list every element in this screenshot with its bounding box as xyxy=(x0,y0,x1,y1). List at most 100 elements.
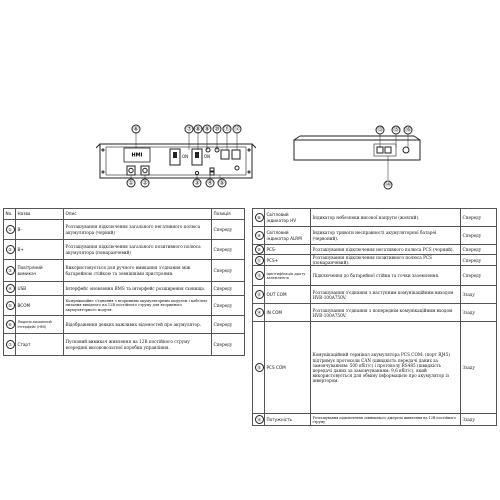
row-number: ⑬ xyxy=(254,290,264,300)
table-row: ⑥ Людино-машинний інтерфейс (HMI) Відобр… xyxy=(3,315,245,334)
row-position: Спереду xyxy=(211,259,245,282)
header-no: No. xyxy=(3,208,16,220)
row-description: Комунікаційний термінал акумулятора PCS … xyxy=(310,321,461,415)
table-row: ⑦ Старт Пусковий вимикач живлення на 12В… xyxy=(3,333,245,356)
callout-3: ③ xyxy=(194,180,199,187)
row-description: Розташування підключення негативного пол… xyxy=(310,244,461,255)
table-row: ② B+ Розташування підключення загального… xyxy=(3,239,245,260)
row-description: Підключення до батарейної стійки та точк… xyxy=(310,265,461,287)
row-position: Спереду xyxy=(211,219,245,240)
table-row: ⑪ PCS+ Розташування підключення позитивн… xyxy=(252,253,497,267)
table-row: ③ Повітряний вимикач Використовується дл… xyxy=(3,259,245,282)
row-description: Комунікаційне з'єднання з вторинним акум… xyxy=(63,295,212,316)
table-row: ⑮ PCS COM Комунікаційний термінал акумул… xyxy=(252,321,497,415)
callout-5: ⑤ xyxy=(219,180,224,187)
battery-terminals xyxy=(126,165,215,176)
callout-14: ⑭ xyxy=(385,181,391,189)
callout-6: ⑥ xyxy=(133,126,138,133)
callout-8: ⑧ xyxy=(195,126,200,133)
row-position: Ззаду xyxy=(460,413,497,427)
table-row: ⑩ PCS- Розташування підключення негативн… xyxy=(252,244,497,255)
row-number: ⑨ xyxy=(254,231,264,240)
row-number: ⑫ xyxy=(254,271,264,281)
table-row: ⑤ BCOM Комунікаційне з'єднання з вторинн… xyxy=(3,295,245,316)
header-desc: Опис xyxy=(63,208,212,220)
row-name: Ідентифікація дроту заземлення xyxy=(264,265,311,287)
row-number: ⑩ xyxy=(254,245,264,254)
row-description: Розташування підключення загального нега… xyxy=(63,219,212,240)
table-header-row: No. Назва Опис Позиція xyxy=(3,208,245,220)
row-number: ⑯ xyxy=(254,415,264,425)
row-description: Розташування підключення позитивного пол… xyxy=(310,253,461,267)
row-number: ② xyxy=(5,245,15,254)
row-number: ⑧ xyxy=(254,213,264,222)
row-name: Старт xyxy=(15,333,64,356)
row-description: Інтерфейс оновлення BMS та інтерфейс роз… xyxy=(63,281,212,296)
table-row: ⑧ Світловий індикатор HV Індикатор небез… xyxy=(252,208,497,227)
table-row: ④ USB Інтерфейс оновлення BMS та інтерфе… xyxy=(3,281,245,296)
row-name: PCS- xyxy=(264,244,311,255)
row-name: Світловий індикатор HV xyxy=(264,208,311,227)
indicators-terminals xyxy=(205,147,241,171)
row-name: OUT COM xyxy=(264,285,311,305)
row-number: ⑭ xyxy=(254,308,264,318)
svg-text:HMI: HMI xyxy=(131,153,142,159)
row-name: USB xyxy=(15,281,64,296)
breaker-switches: ON ON xyxy=(169,148,210,166)
svg-text:ON: ON xyxy=(204,154,210,159)
left-spec-table: No. Назва Опис Позиція ① B- Розташування… xyxy=(3,208,245,356)
rear-callout-bottom: ⑭ xyxy=(383,156,393,190)
row-position: Спереду xyxy=(460,244,497,255)
row-position: Спереду xyxy=(211,239,245,260)
row-name: Світловий індикатор ALRM xyxy=(264,226,311,245)
table-row: ⑫ Ідентифікація дроту заземлення Підключ… xyxy=(252,265,497,287)
callout-11: ⑪ xyxy=(224,125,230,133)
row-description: Розташування з'єднання з попереднім кому… xyxy=(310,303,461,323)
row-name: IN COM xyxy=(264,303,311,323)
row-number: ④ xyxy=(5,284,15,293)
row-number: ③ xyxy=(5,266,15,275)
rear-enclosure xyxy=(293,135,421,161)
row-number: ⑤ xyxy=(5,301,15,310)
callout-4: ④ xyxy=(207,180,212,187)
row-number: ⑮ xyxy=(254,363,264,373)
row-position: Ззаду xyxy=(460,321,497,415)
row-number: ⑥ xyxy=(5,320,15,329)
hmi-screen: HMI xyxy=(123,147,151,163)
right-spec-table: ⑧ Світловий індикатор HV Індикатор небез… xyxy=(252,208,497,427)
rear-panel-diagram: ⑬ ⑮ ⑯ ⑭ xyxy=(293,125,421,190)
front-panel-diagram: ⑥ ⑦ ⑧ ⑨ ⑩ ⑪ ⑫ HMI ON ON xyxy=(96,124,256,188)
row-name: Повітряний вимикач xyxy=(15,259,64,282)
row-description: Розташування підключення загального пози… xyxy=(63,239,212,260)
row-position: Спереду xyxy=(211,281,245,296)
table-row: ⑯ Потужність Розташування підключення зо… xyxy=(252,413,497,427)
row-position: Ззаду xyxy=(460,303,497,323)
front-enclosure xyxy=(96,143,256,179)
callout-9: ⑨ xyxy=(204,126,209,133)
row-position: Ззаду xyxy=(460,285,497,305)
callout-7: ⑦ xyxy=(186,126,192,133)
row-position: Спереду xyxy=(460,208,497,227)
callout-leaders xyxy=(135,132,238,150)
header-pos: Позиція xyxy=(211,208,245,220)
row-description: Розташування підключення зовнішнього дже… xyxy=(310,413,461,427)
header-name: Назва xyxy=(15,208,64,220)
row-description: Індикатор небезпеки високої напруги (жов… xyxy=(310,208,461,227)
row-position: Спереду xyxy=(211,315,245,334)
callout-13: ⑬ xyxy=(377,126,383,134)
callout-16: ⑯ xyxy=(405,126,411,134)
row-name: BCOM xyxy=(15,295,64,316)
row-number: ⑪ xyxy=(254,255,264,265)
callout-12: ⑫ xyxy=(234,125,240,133)
table-row: ⑨ Світловий індикатор ALRM Індикатор три… xyxy=(252,226,497,245)
callout-15: ⑮ xyxy=(393,126,399,134)
row-name: Людино-машинний інтерфейс (HMI) xyxy=(15,315,64,334)
front-callouts-top: ⑥ ⑦ ⑧ ⑨ ⑩ ⑪ ⑫ xyxy=(131,124,242,134)
callout-10: ⑩ xyxy=(214,126,219,133)
callout-1: ① xyxy=(128,180,133,187)
row-description: Використовується для ручного вмикання з'… xyxy=(63,259,212,282)
row-description: Індикатор тривоги несправності акумулято… xyxy=(310,226,461,245)
row-name: PCS+ xyxy=(264,253,311,267)
row-description: Відображення деяких важливих відомостей … xyxy=(63,315,212,334)
row-name: PCS COM xyxy=(264,321,311,415)
